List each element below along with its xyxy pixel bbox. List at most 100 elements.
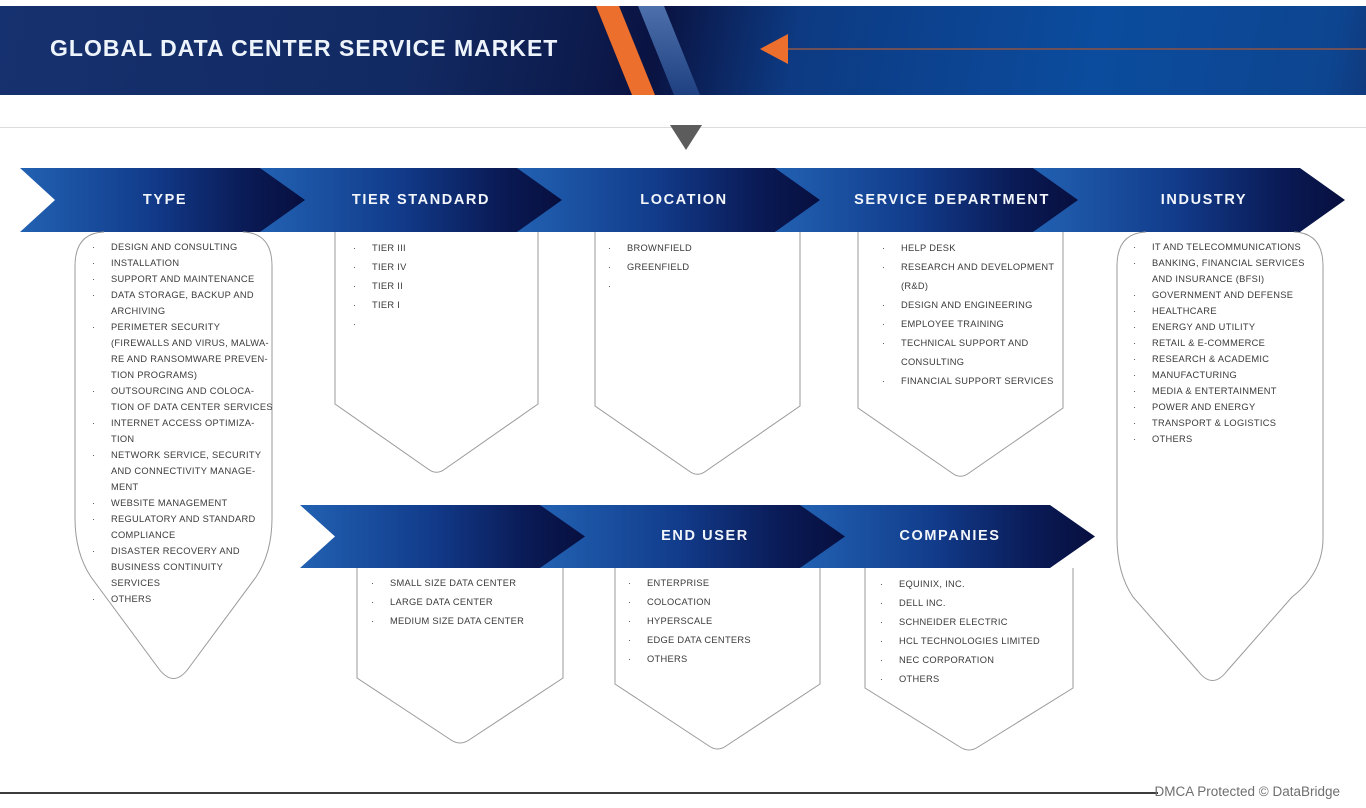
list-item: ·LARGE DATA CENTER	[371, 593, 556, 612]
header-banner: GLOBAL DATA CENTER SERVICE MARKET	[0, 6, 1366, 95]
bullet-icon: ·	[92, 386, 96, 396]
list-item: ·BROWNFIELD	[608, 239, 788, 258]
ribbon-segment-service-department	[775, 168, 1078, 232]
ribbon-segment-type	[20, 168, 305, 232]
bullet-icon: ·	[880, 579, 884, 589]
list-item: ·HCL TECHNOLOGIES LIMITED	[880, 632, 1065, 651]
list-item: ·OUTSOURCING AND COLOCA- TION OF DATA CE…	[92, 383, 274, 415]
list-item: ·EMPLOYEE TRAINING	[882, 315, 1058, 334]
bullet-icon: ·	[371, 616, 375, 626]
list-item: ·RETAIL & E-COMMERCE	[1133, 335, 1315, 351]
bullet-icon: ·	[628, 616, 632, 626]
list-item: ·OTHERS	[628, 650, 810, 669]
list-item: ·WEBSITE MANAGEMENT	[92, 495, 274, 511]
segment-title-service-department: SERVICE DEPARTMENT	[854, 192, 1050, 208]
bullet-icon: ·	[880, 636, 884, 646]
list-item: ·NETWORK SERVICE, SECURITY AND CONNECTIV…	[92, 447, 274, 495]
bullet-icon: ·	[1133, 434, 1137, 444]
bullet-icon: ·	[628, 578, 632, 588]
list-item: ·RESEARCH & ACADEMIC	[1133, 351, 1315, 367]
list-tier-standard: ·TIER III·TIER IV·TIER II·TIER I·	[353, 239, 523, 334]
list-item: ·TIER IV	[353, 258, 523, 277]
list-item: ·DESIGN AND CONSULTING	[92, 239, 274, 255]
list-item: ·EDGE DATA CENTERS	[628, 631, 810, 650]
list-item: ·HELP DESK	[882, 239, 1058, 258]
list-item: ·EQUINIX, INC.	[880, 575, 1065, 594]
bullet-icon: ·	[1133, 338, 1137, 348]
list-item: ·OTHERS	[880, 670, 1065, 689]
bullet-icon: ·	[880, 617, 884, 627]
bullet-icon: ·	[353, 281, 357, 291]
bullet-icon: ·	[371, 578, 375, 588]
bullet-icon: ·	[1133, 402, 1137, 412]
bullet-icon: ·	[92, 290, 96, 300]
list-item: ·TECHNICAL SUPPORT AND CONSULTING	[882, 334, 1058, 372]
bullet-icon: ·	[880, 598, 884, 608]
bullet-icon: ·	[880, 674, 884, 684]
list-end-user: ·ENTERPRISE·COLOCATION·HYPERSCALE·EDGE D…	[628, 574, 810, 669]
bullet-icon: ·	[353, 243, 357, 253]
footer-line	[0, 792, 1158, 794]
list-item: ·RESEARCH AND DEVELOPMENT (R&D)	[882, 258, 1058, 296]
bullet-icon: ·	[92, 418, 96, 428]
segment-title-location: LOCATION	[640, 192, 728, 208]
ribbon-segment-companies	[800, 505, 1095, 568]
left-arrow-icon	[760, 34, 788, 64]
bullet-icon: ·	[92, 242, 96, 252]
list-item: ·HYPERSCALE	[628, 612, 810, 631]
bullet-icon: ·	[92, 450, 96, 460]
list-item: ·TIER III	[353, 239, 523, 258]
dmca-notice: DMCA Protected © DataBridge	[1154, 784, 1340, 799]
list-item: ·DATA STORAGE, BACKUP AND ARCHIVING	[92, 287, 274, 319]
bullet-icon: ·	[628, 654, 632, 664]
bullet-icon: ·	[92, 514, 96, 524]
list-item: ·NEC CORPORATION	[880, 651, 1065, 670]
list-item: ·GOVERNMENT AND DEFENSE	[1133, 287, 1315, 303]
list-item: ·REGULATORY AND STANDARD COMPLIANCE	[92, 511, 274, 543]
list-item: ·POWER AND ENERGY	[1133, 399, 1315, 415]
list-item: ·SCHNEIDER ELECTRIC	[880, 613, 1065, 632]
list-item: ·SMALL SIZE DATA CENTER	[371, 574, 556, 593]
list-item: ·	[608, 277, 788, 296]
bullet-icon: ·	[1133, 354, 1137, 364]
bullet-icon: ·	[353, 262, 357, 272]
bullet-icon: ·	[92, 258, 96, 268]
bullet-icon: ·	[882, 338, 886, 348]
list-item: ·ENTERPRISE	[628, 574, 810, 593]
container-industry	[1116, 231, 1324, 681]
bullet-icon: ·	[882, 262, 886, 272]
bullet-icon: ·	[628, 635, 632, 645]
bullet-icon: ·	[1133, 322, 1137, 332]
bullet-icon: ·	[880, 655, 884, 665]
bullet-icon: ·	[92, 594, 96, 604]
list-item: ·MEDIA & ENTERTAINMENT	[1133, 383, 1315, 399]
list-companies: ·EQUINIX, INC.·DELL INC.·SCHNEIDER ELECT…	[880, 575, 1065, 689]
container-end-user	[614, 568, 821, 750]
bullet-icon: ·	[92, 322, 96, 332]
container-location	[594, 232, 801, 475]
segment-title-industry: INDUSTRY	[1160, 192, 1248, 208]
bullet-icon: ·	[882, 300, 886, 310]
segment-title-companies: COMPANIES	[899, 528, 1001, 544]
list-item: ·ENERGY AND UTILITY	[1133, 319, 1315, 335]
segment-title-data-center-size	[340, 526, 540, 546]
bullet-icon: ·	[1133, 290, 1137, 300]
list-item: ·TIER I	[353, 296, 523, 315]
bullet-icon: ·	[1133, 258, 1137, 268]
bullet-icon: ·	[371, 597, 375, 607]
list-item: ·PERIMETER SECURITY (FIREWALLS AND VIRUS…	[92, 319, 274, 383]
list-item: ·INSTALLATION	[92, 255, 274, 271]
bullet-icon: ·	[882, 319, 886, 329]
bullet-icon: ·	[882, 243, 886, 253]
list-item: ·FINANCIAL SUPPORT SERVICES	[882, 372, 1058, 391]
container-type	[74, 231, 273, 679]
bullet-icon: ·	[92, 274, 96, 284]
list-item: ·DISASTER RECOVERY AND BUSINESS CONTINUI…	[92, 543, 274, 591]
container-service-department	[857, 232, 1064, 477]
segment-title-end-user: END USER	[661, 528, 749, 544]
container-tier-standard	[334, 232, 539, 473]
list-item: ·IT AND TELECOMMUNICATIONS	[1133, 239, 1315, 255]
list-item: ·OTHERS	[1133, 431, 1315, 447]
